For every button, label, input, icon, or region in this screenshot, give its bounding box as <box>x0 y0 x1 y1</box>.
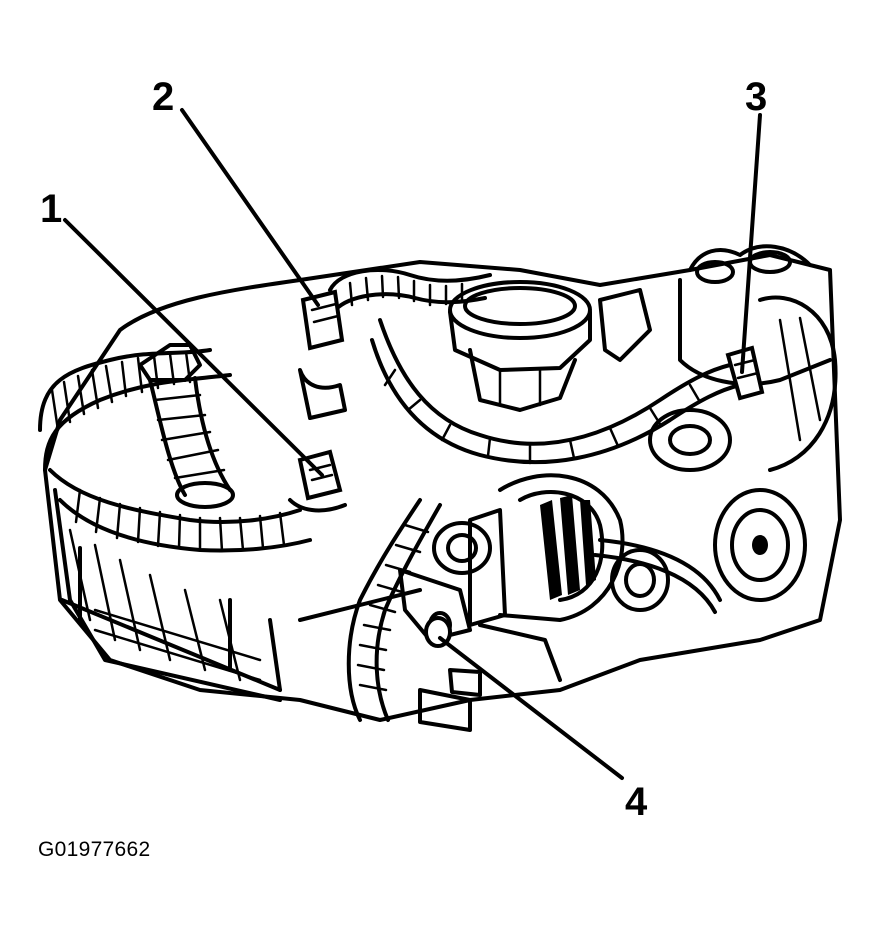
callout-label-4: 4 <box>625 780 648 824</box>
leader-line-2 <box>180 108 320 307</box>
callout-labels: 1 2 3 4 <box>40 75 767 824</box>
lower-wiring <box>298 498 482 732</box>
throttle-body <box>448 280 592 412</box>
alternator <box>432 473 625 682</box>
callout-label-2: 2 <box>152 75 174 119</box>
leader-line-3 <box>740 113 762 374</box>
upper-wiring-loom <box>328 268 742 465</box>
engine-body <box>43 253 842 722</box>
callout-label-3: 3 <box>745 75 767 119</box>
leader-lines <box>63 108 762 780</box>
leader-line-1 <box>63 218 324 477</box>
intake-tube <box>138 343 235 509</box>
pulley <box>593 488 807 614</box>
callout-label-1: 1 <box>40 187 62 231</box>
leader-line-4 <box>438 636 624 780</box>
figure-id-label: G01977662 <box>38 838 151 861</box>
